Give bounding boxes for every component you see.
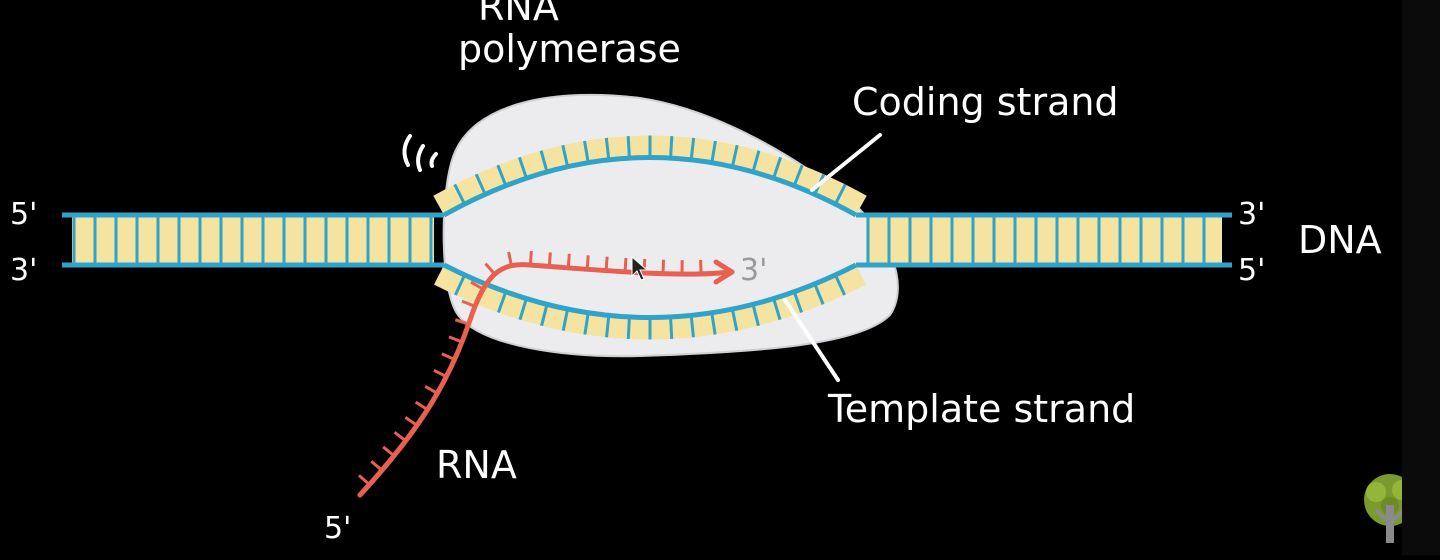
rna-base [644,259,645,273]
rna-base [449,337,462,342]
base-pair-fill [866,215,1222,265]
base-tick [628,136,629,158]
right-top-end-label: 3' [1238,197,1265,232]
rna-base [625,258,626,272]
dna-double-helix-left [62,215,444,265]
rna-base [587,255,588,269]
left-top-end-label: 5' [10,197,37,232]
rna-base [359,475,369,484]
right-bottom-end-label: 5' [1238,253,1265,288]
base-tick [671,317,672,339]
rna-base [425,386,437,393]
dna-double-helix-right [856,215,1232,265]
rna-base [395,432,406,440]
rna-tail-end-label: 5' [324,511,351,546]
rna-base [383,447,394,456]
rna-base [568,254,569,268]
polymerase-label-line1: RNA [478,0,559,29]
rna-base [442,354,455,360]
polymerase-label-line2: polymerase [458,27,681,71]
template-strand-label: Template strand [827,387,1135,431]
rna-base [549,252,550,266]
rna-base [416,402,428,410]
base-tick [628,317,629,339]
rna-base [405,417,416,425]
rna-growing-end-label: 3' [740,253,767,288]
rna-base [606,257,607,271]
base-pair-fill [72,215,434,265]
coding-strand-pointer [812,135,880,190]
right-edge-panel [1402,0,1440,555]
rna-base [530,251,531,265]
coding-strand-label: Coding strand [852,80,1119,124]
left-bottom-end-label: 3' [10,253,37,288]
rna-label: RNA [436,443,517,487]
base-tick [671,136,672,158]
motion-lines-icon [404,136,436,170]
rna-base [434,370,446,376]
dna-label: DNA [1298,218,1382,262]
rna-base [371,461,382,470]
